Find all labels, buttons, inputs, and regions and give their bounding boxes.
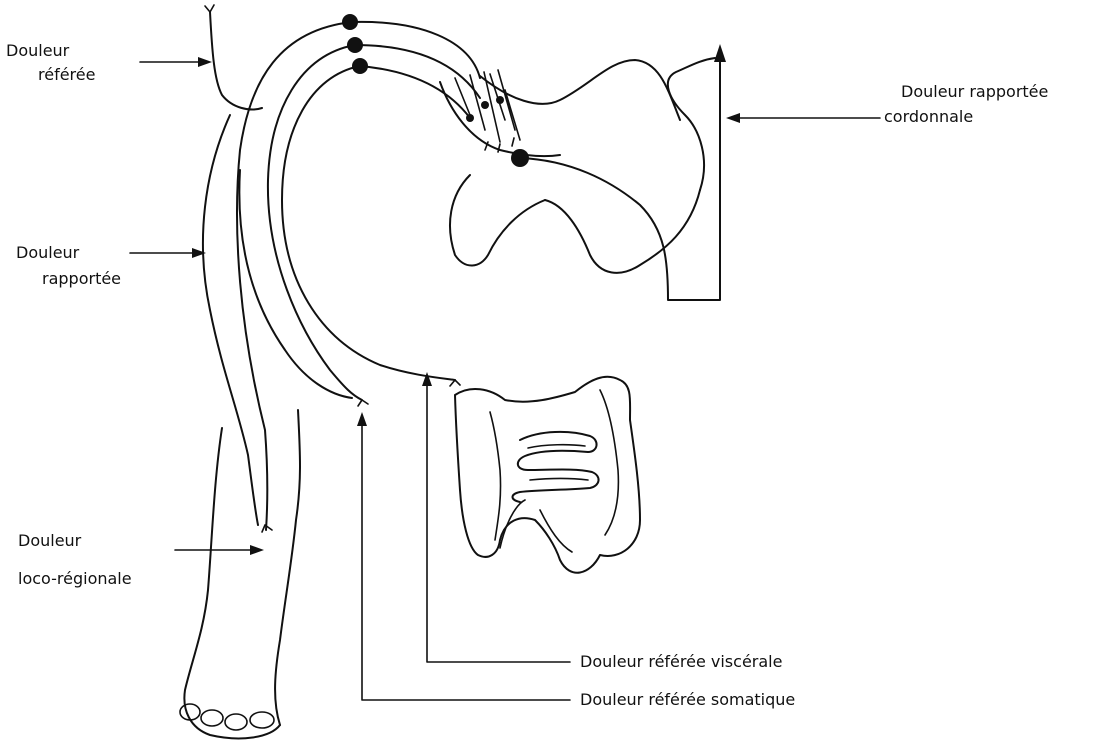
ganglion-cell-2	[347, 37, 363, 53]
ascending-arrowhead	[714, 44, 726, 62]
arrowhead-somatique	[357, 412, 367, 426]
label-douleur-loco-regionale-line1: Douleur	[18, 531, 82, 550]
toe-3	[225, 714, 247, 730]
synapse-2	[481, 101, 489, 109]
colon-outline	[455, 377, 640, 573]
fiber-mid-central	[355, 45, 480, 98]
cord-lateral-contour	[668, 58, 715, 190]
leg-outer-contour	[203, 115, 258, 525]
label-douleur-rapportee-line2: rapportée	[42, 269, 121, 288]
label-douleur-rapportee-cordonnale-line2: cordonnale	[884, 107, 973, 126]
arrowhead-loco-regionale	[250, 545, 264, 555]
fiber-end-back	[205, 5, 214, 12]
inner-leg-contour	[239, 170, 352, 398]
foot-contour	[184, 428, 280, 738]
label-douleur-referee-line1: Douleur	[6, 41, 70, 60]
labels: Douleur référée Douleur rapportée Douleu…	[6, 41, 1048, 709]
label-douleur-referee-somatique: Douleur référée somatique	[580, 690, 795, 709]
leg-front-contour	[275, 410, 300, 725]
label-douleur-referee-viscerale: Douleur référée viscérale	[580, 652, 782, 671]
nerve-fibers	[205, 5, 480, 532]
ganglion-cell-3	[352, 58, 368, 74]
fiber-end-gut	[450, 380, 460, 386]
arrowhead-cordonnale	[726, 113, 740, 123]
fiber-visceral	[282, 66, 455, 380]
intestines	[455, 377, 640, 573]
label-douleur-referee-line2: référée	[38, 65, 95, 84]
toe-2	[201, 710, 223, 726]
arrow-line-somatique	[362, 420, 570, 700]
spinal-cord	[440, 44, 726, 300]
fiber-top-central	[352, 22, 480, 78]
synaptic-fibers-2	[490, 70, 520, 140]
small-intestine-loops	[513, 432, 599, 502]
label-arrows	[130, 57, 880, 700]
ganglion-cell-1	[342, 14, 358, 30]
label-douleur-loco-regionale-line2: loco-régionale	[18, 569, 132, 588]
ventral-horn-left-contour	[450, 175, 545, 266]
arrowhead-referee	[198, 57, 212, 67]
fiber-end-leg	[358, 400, 368, 406]
toe-4	[250, 712, 274, 728]
ascending-tract-fiber	[520, 58, 720, 300]
arrowhead-viscerale	[422, 372, 432, 386]
synapse-3	[496, 96, 504, 104]
ventral-horn-right-contour	[545, 190, 700, 273]
label-douleur-rapportee-line1: Douleur	[16, 243, 80, 262]
leg-outline	[180, 12, 352, 738]
colon-descending-inner	[600, 390, 618, 535]
label-douleur-rapportee-cordonnale-line1: Douleur rapportée	[901, 82, 1048, 101]
synapse-1	[466, 114, 474, 122]
ganglion-cells	[342, 14, 368, 74]
